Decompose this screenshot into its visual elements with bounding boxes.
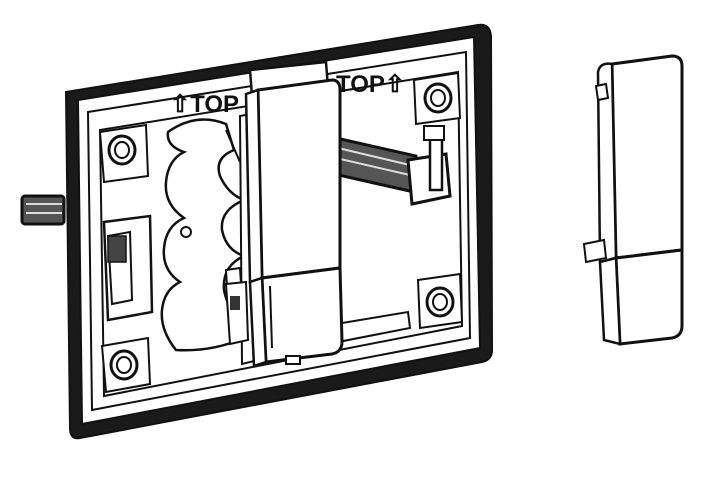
top-marking-right: TOP⇧ (336, 71, 405, 98)
screw-hole-top-left-icon (98, 123, 150, 184)
screw-hole-bottom-left-icon (100, 336, 152, 394)
corner-screw-holes (98, 71, 464, 394)
screw-hole-top-right-icon (412, 71, 462, 126)
right-cable-strap (332, 125, 452, 206)
top-marking-left: ⇧TOP (170, 91, 239, 118)
installed-module-cover (224, 60, 344, 368)
detached-cover-piece (582, 54, 684, 346)
screw-hole-bottom-right-icon (416, 272, 464, 330)
left-clip-slot (102, 214, 154, 322)
left-mounting-bracket (20, 194, 66, 226)
